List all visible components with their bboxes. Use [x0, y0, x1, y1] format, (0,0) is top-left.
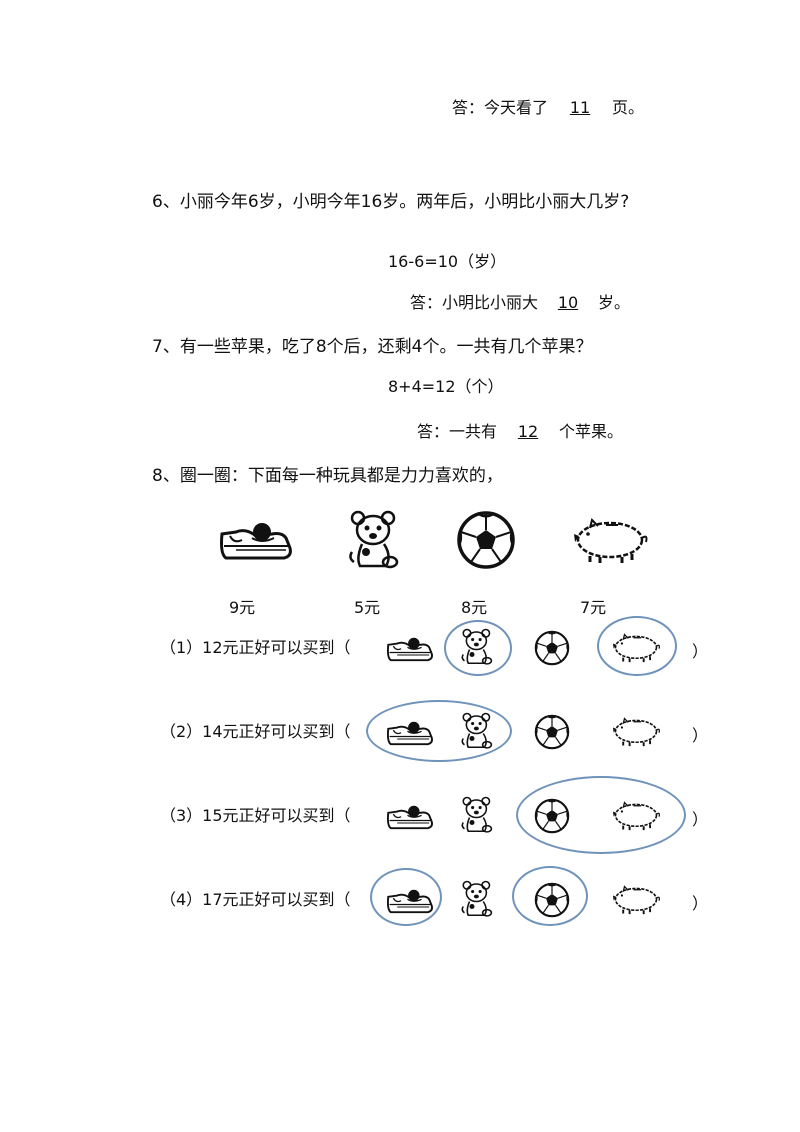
q6-formula: 16-6=10（岁）	[388, 252, 507, 271]
row2-close: ）	[692, 726, 709, 745]
soccer-ball-icon[interactable]	[534, 714, 570, 750]
q7-formula: 8+4=12（个）	[388, 377, 504, 396]
skate-shoe-icon	[216, 514, 296, 564]
q8-question: 8、圈一圈：下面每一种玩具都是力力喜欢的，	[152, 466, 503, 486]
selection-circle	[444, 620, 512, 676]
teddy-bear-icon[interactable]	[458, 795, 496, 835]
soccer-ball-icon[interactable]	[534, 630, 570, 666]
piggy-bank-icon	[570, 516, 650, 566]
selection-circle	[597, 616, 677, 676]
soccer-ball-icon	[456, 510, 516, 570]
selection-circle	[516, 776, 686, 854]
price-bear: 5元	[354, 598, 381, 617]
piggy-bank-icon[interactable]	[610, 716, 662, 748]
skate-shoe-icon[interactable]	[384, 800, 436, 832]
q6-question: 6、小丽今年6岁，小明今年16岁。两年后，小明比小丽大几岁?	[152, 192, 630, 212]
teddy-bear-icon[interactable]	[458, 879, 496, 919]
row4-close: ）	[692, 894, 709, 913]
row1-label: （1）12元正好可以买到（	[160, 638, 351, 657]
selection-circle	[512, 866, 588, 926]
skate-shoe-icon[interactable]	[384, 632, 436, 664]
q7-answer-blank[interactable]: 12	[517, 422, 539, 441]
row3-label: （3）15元正好可以买到（	[160, 806, 351, 825]
q7-question: 7、有一些苹果，吃了8个后，还剩4个。一共有几个苹果？	[152, 337, 593, 357]
q6-answer-blank[interactable]: 10	[557, 293, 579, 312]
selection-circle	[366, 700, 512, 762]
piggy-bank-icon[interactable]	[610, 884, 662, 916]
price-shoe: 9元	[229, 598, 256, 617]
q5-answer-blank[interactable]: 11	[569, 98, 591, 117]
selection-circle	[370, 868, 442, 926]
row2-label: （2）14元正好可以买到（	[160, 722, 351, 741]
price-ball: 8元	[461, 598, 488, 617]
teddy-bear-icon	[344, 508, 404, 572]
price-pig: 7元	[580, 598, 607, 617]
row1-close: ）	[692, 642, 709, 661]
row4-label: （4）17元正好可以买到（	[160, 890, 351, 909]
row3-close: ）	[692, 810, 709, 829]
